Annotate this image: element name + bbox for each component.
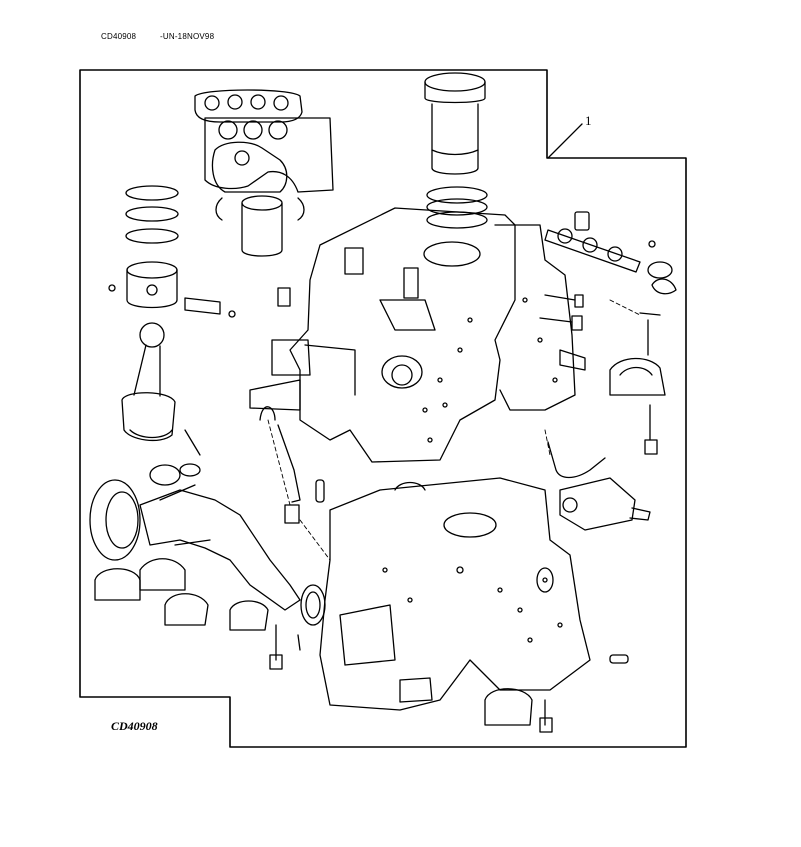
figure-frame	[79, 69, 687, 748]
header-date-stamp: -UN-18NOV98	[160, 32, 215, 41]
piston-rings-left	[125, 185, 179, 244]
oil-pump	[559, 477, 651, 531]
crankshaft	[89, 463, 301, 611]
main-bearing-cap-right	[609, 319, 666, 455]
lower-block-fasteners	[269, 624, 301, 670]
figure-code-label: CD40908	[111, 719, 158, 733]
upper-cylinder-block	[249, 207, 516, 463]
crank-bearing-caps	[94, 558, 269, 631]
gasket-set	[194, 89, 334, 221]
connecting-rod	[121, 322, 201, 456]
callout-leader	[547, 123, 583, 159]
oil-pipe	[547, 441, 606, 479]
lower-crankcase	[319, 477, 591, 711]
oil-filter	[241, 195, 283, 257]
rear-oil-seal	[300, 584, 326, 626]
callout-label-1: 1	[585, 113, 592, 128]
main-bearing-cap-lower	[484, 654, 629, 733]
header-figure-code: CD40908	[101, 32, 137, 41]
alignment-lines	[267, 299, 641, 561]
injector-nozzle	[259, 287, 325, 524]
piston-rings-center	[426, 186, 488, 229]
cylinder-liner	[424, 72, 486, 175]
upper-block-side-cover	[494, 224, 586, 411]
camshaft	[544, 211, 677, 295]
cover-bolts	[539, 294, 661, 331]
piston	[108, 261, 236, 318]
